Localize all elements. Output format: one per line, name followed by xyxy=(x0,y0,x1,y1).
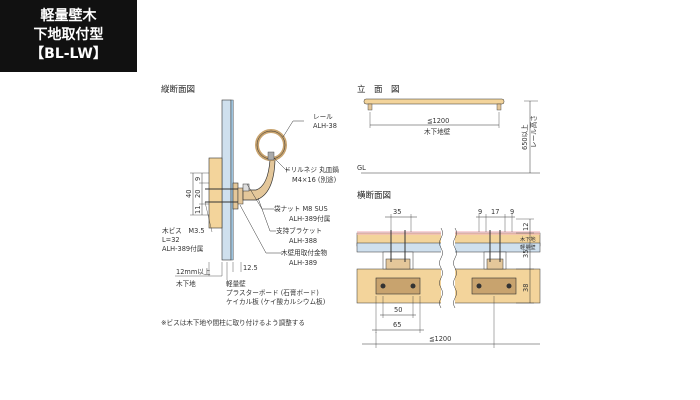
wood-screw-label-1: 木ビス M3.5 xyxy=(162,226,205,235)
dim-35-v: 35 xyxy=(522,250,530,258)
rail-leader xyxy=(282,120,304,138)
dim-38: 38 xyxy=(522,284,530,292)
elevation-title: 立 面 図 xyxy=(357,84,400,95)
cap-nut xyxy=(242,183,250,192)
base-note-2: 木下地 xyxy=(176,279,196,288)
wood-base xyxy=(208,157,223,229)
wall-fitting-block xyxy=(237,187,244,205)
board-label-1: 軽量壁 xyxy=(226,279,246,288)
right-rail-hole-1 xyxy=(476,283,482,289)
dim-17: 17 xyxy=(491,208,499,216)
dim-20: 20 xyxy=(194,190,202,198)
dim-12-5: 12.5 xyxy=(243,264,258,272)
gl-label: GL xyxy=(357,164,366,172)
layer-wood-label: 木下地 xyxy=(520,235,536,243)
elev-height-2: レール高さ xyxy=(529,115,538,148)
break-line-left xyxy=(439,227,443,309)
dim-9: 9 xyxy=(194,177,202,181)
wall-board xyxy=(221,99,232,261)
elevation-rail xyxy=(363,98,505,105)
bracket-code: ALH-388 xyxy=(289,237,317,245)
horiz-break-gap xyxy=(441,225,455,310)
horizontal-section-title: 横断面図 xyxy=(357,190,391,201)
screw-code: M4×16 (別途) xyxy=(292,175,336,184)
bracket-name: 支持ブラケット xyxy=(276,226,322,235)
tag-line-3: 【BL-LW】 xyxy=(30,46,107,62)
left-bracket-base xyxy=(385,258,411,270)
break-line-right xyxy=(453,227,457,309)
footnote: ※ビスは木下地や間柱に取り付けるよう調整する xyxy=(161,318,305,327)
wood-screw-leader xyxy=(204,201,213,233)
dim-40: 40 xyxy=(185,190,193,198)
wall-fitting-plate xyxy=(232,182,239,210)
dim-1200: ≦1200 xyxy=(429,335,451,343)
rail-screw-head xyxy=(267,151,275,161)
fitting-name: 木壁用取付金物 xyxy=(281,248,328,257)
screw-leader xyxy=(273,157,290,171)
elevation-bracket-left xyxy=(367,103,373,111)
right-bracket-base xyxy=(486,258,504,270)
left-rail-hole-2 xyxy=(410,283,416,289)
elev-span-note: 木下地壁 xyxy=(424,127,451,136)
rail-name: レール xyxy=(313,113,333,121)
left-rail-hole-1 xyxy=(380,283,386,289)
board-label-3: ケイカル板 (ケイ酸カルシウム板) xyxy=(226,297,325,306)
vertical-section-title: 縦断面図 xyxy=(161,84,195,95)
bracket-leader xyxy=(257,197,276,232)
board-label-2: プラスターボード (石膏ボード) xyxy=(226,288,319,297)
rail-code: ALH-38 xyxy=(313,122,337,130)
fitting-code: ALH-389 xyxy=(289,259,317,267)
right-rail-hole-2 xyxy=(506,283,512,289)
left-rail-section xyxy=(375,277,421,295)
elevation-bracket-right xyxy=(496,103,502,111)
base-note-1: 12mm以上 xyxy=(176,267,211,276)
product-tag: 軽量壁木 下地取付型 【BL-LW】 xyxy=(0,0,137,72)
right-rail-section xyxy=(471,277,517,295)
dim-35-top: 35 xyxy=(393,208,401,216)
dim-50: 50 xyxy=(394,306,402,314)
elev-height-1: 650以上 xyxy=(520,124,529,150)
dim-11: 11 xyxy=(194,206,202,214)
tag-line-1: 軽量壁木 xyxy=(40,8,97,24)
support-bracket xyxy=(242,159,276,201)
dim-9-b: 9 xyxy=(510,208,514,216)
wood-screw-label-2: L=32 xyxy=(162,236,180,244)
nut-code: ALH-389付属 xyxy=(289,214,330,223)
dim-9-a: 9 xyxy=(478,208,482,216)
elev-span-dim: ≦1200 xyxy=(427,117,449,125)
screw-name: ドリルネジ 丸皿鍋 xyxy=(284,165,339,174)
dim-12: 12 xyxy=(522,223,530,231)
layer-wall-label: 軽量壁 xyxy=(520,243,536,251)
fitting-leader xyxy=(239,204,282,254)
wood-screw-label-3: ALH-389付属 xyxy=(162,244,203,253)
nut-name: 袋ナット M8 SUS xyxy=(274,204,328,213)
tag-line-2: 下地取付型 xyxy=(33,27,104,43)
dim-65: 65 xyxy=(393,321,401,329)
wall-board-face xyxy=(230,99,234,261)
